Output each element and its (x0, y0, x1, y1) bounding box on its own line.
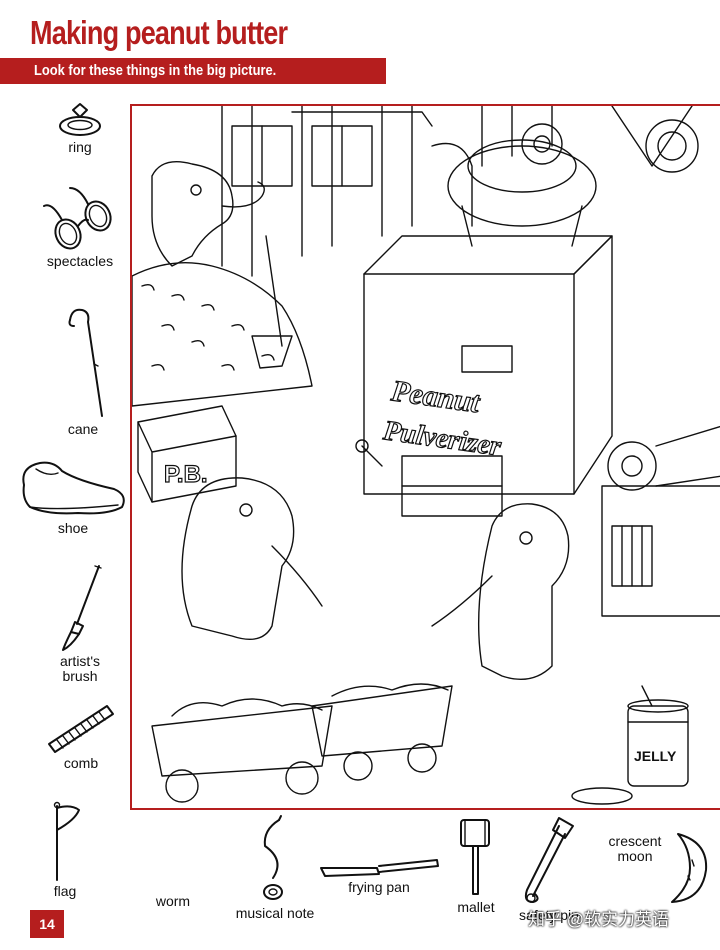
watermark-text: 知乎 @软实力英语 (528, 910, 669, 929)
item-frying-pan[interactable]: frying pan (314, 850, 444, 895)
hidden-picture-scene[interactable]: Peanut Pulverizer P.B. (130, 104, 720, 810)
musical-note-label: musical note (235, 905, 315, 921)
item-safety-pin[interactable]: safety pin (508, 812, 590, 923)
item-cane[interactable]: cane (46, 306, 120, 437)
mallet-label: mallet (457, 899, 495, 915)
page-title: Making peanut butter (30, 14, 288, 51)
worm-label: worm (155, 893, 191, 909)
worm-icon (112, 859, 234, 883)
ring-icon (59, 103, 101, 136)
frying-pan-label: frying pan (348, 879, 410, 895)
ring-label: ring (68, 139, 92, 155)
instruction-banner: Look for these things in the big picture… (0, 58, 386, 84)
item-flag[interactable]: flag (30, 800, 100, 899)
frying-pan-icon (320, 859, 439, 877)
mallet-icon (460, 819, 490, 895)
safety-pin-label: safety pin (519, 907, 579, 923)
spectacles-label: spectacles (46, 253, 114, 269)
shoe-label: shoe (57, 520, 89, 536)
item-spectacles[interactable]: spectacles (32, 182, 128, 269)
safety-pin-icon (524, 817, 574, 903)
item-worm[interactable]: worm (108, 848, 238, 909)
crate-label: P.B. (164, 461, 208, 488)
cane-label: cane (67, 421, 99, 437)
shoe-icon (22, 461, 125, 515)
comb-label: comb (63, 755, 99, 771)
musical-note-icon (263, 815, 283, 900)
factory-scene-illustration: Peanut Pulverizer P.B. (132, 106, 720, 808)
flag-icon (53, 801, 80, 881)
item-crescent-moon[interactable] (654, 830, 714, 906)
item-mallet[interactable]: mallet (446, 814, 506, 915)
item-comb[interactable]: comb (36, 700, 126, 771)
item-shoe[interactable]: shoe (18, 455, 128, 536)
cane-icon (68, 308, 103, 417)
paintbrush-icon (62, 565, 102, 651)
jar-label: JELLY (634, 748, 677, 764)
flag-label: flag (53, 883, 77, 899)
instruction-text: Look for these things in the big picture… (34, 62, 277, 79)
comb-icon (48, 705, 114, 753)
crescent-moon-icon (671, 833, 708, 903)
item-ring[interactable]: ring (40, 100, 120, 155)
page-number: 14 (30, 910, 64, 938)
spectacles-icon (43, 187, 112, 250)
item-musical-note[interactable]: musical note (225, 812, 325, 921)
